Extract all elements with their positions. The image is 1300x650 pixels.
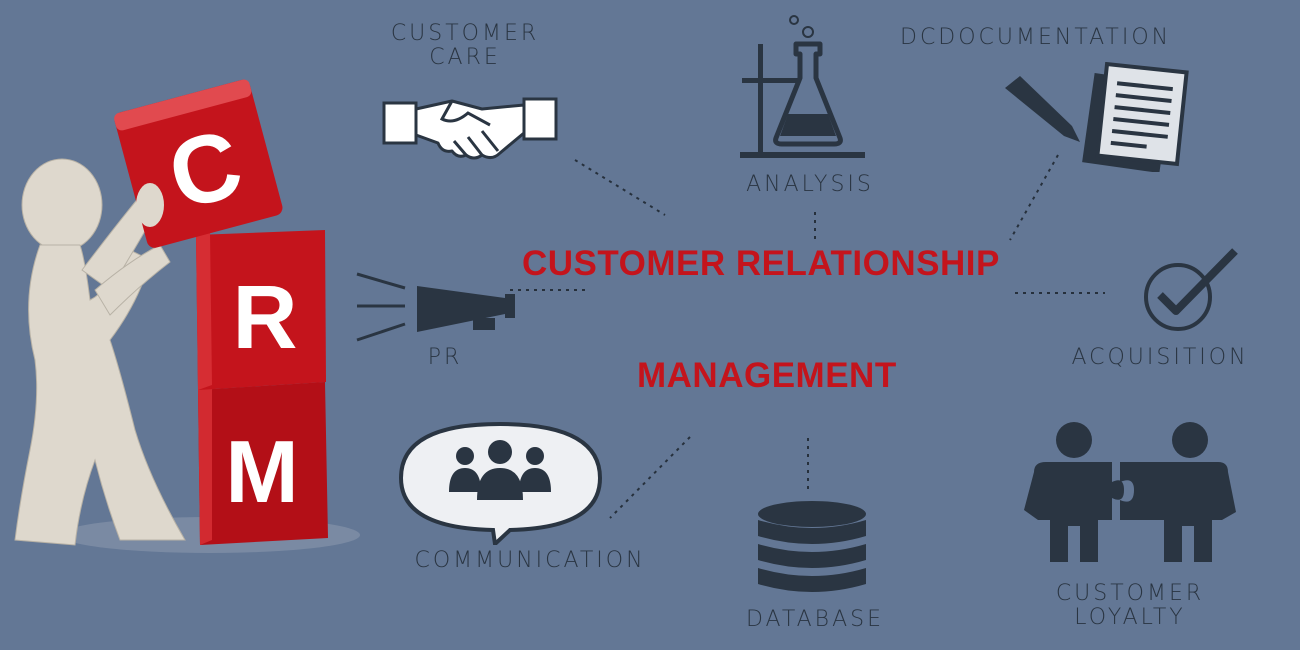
title-line-2: MANAGEMENT	[637, 356, 897, 395]
connector-documentation	[1009, 154, 1059, 241]
checkmark-circle-icon	[1144, 248, 1238, 331]
database-icon	[758, 501, 866, 592]
communication-label: COMMUNICATION	[414, 548, 646, 573]
handshake-icon	[382, 97, 558, 160]
customer-loyalty-line-2: LOYALTY	[1074, 605, 1186, 630]
customer-loyalty-line-1: CUSTOMER	[1055, 581, 1205, 606]
pr-label: PR	[427, 345, 463, 370]
customer-care-line-1: CUSTOMER	[390, 21, 540, 46]
customer-care-label: CUSTOMER CARE	[350, 22, 580, 70]
cube-m: M	[198, 382, 328, 545]
connector-communication	[609, 436, 691, 519]
customer-loyalty-label: CUSTOMER LOYALTY	[1005, 582, 1255, 630]
customer-care-line-2: CARE	[429, 45, 501, 70]
documentation-label: DCDOCUMENTATION	[900, 25, 1172, 50]
pen-documents-icon	[1005, 62, 1189, 172]
connector-customer-care	[574, 159, 666, 216]
acquisition-label: ACQUISITION	[1071, 345, 1249, 370]
figure-hand	[136, 183, 164, 227]
cube-m-letter: M	[225, 422, 298, 521]
cube-r: R	[196, 230, 326, 390]
analysis-label: ANALYSIS	[746, 172, 874, 197]
crm-figure-illustration: M R C	[14, 79, 360, 553]
speech-bubble-group-icon	[398, 421, 603, 545]
cube-r-letter: R	[233, 268, 298, 368]
database-label: DATABASE	[746, 607, 884, 632]
title-line-1: CUSTOMER RELATIONSHIP	[522, 244, 1000, 283]
puzzle-people-icon	[1024, 422, 1236, 562]
lab-flask-icon	[740, 15, 865, 158]
megaphone-icon	[356, 272, 515, 342]
